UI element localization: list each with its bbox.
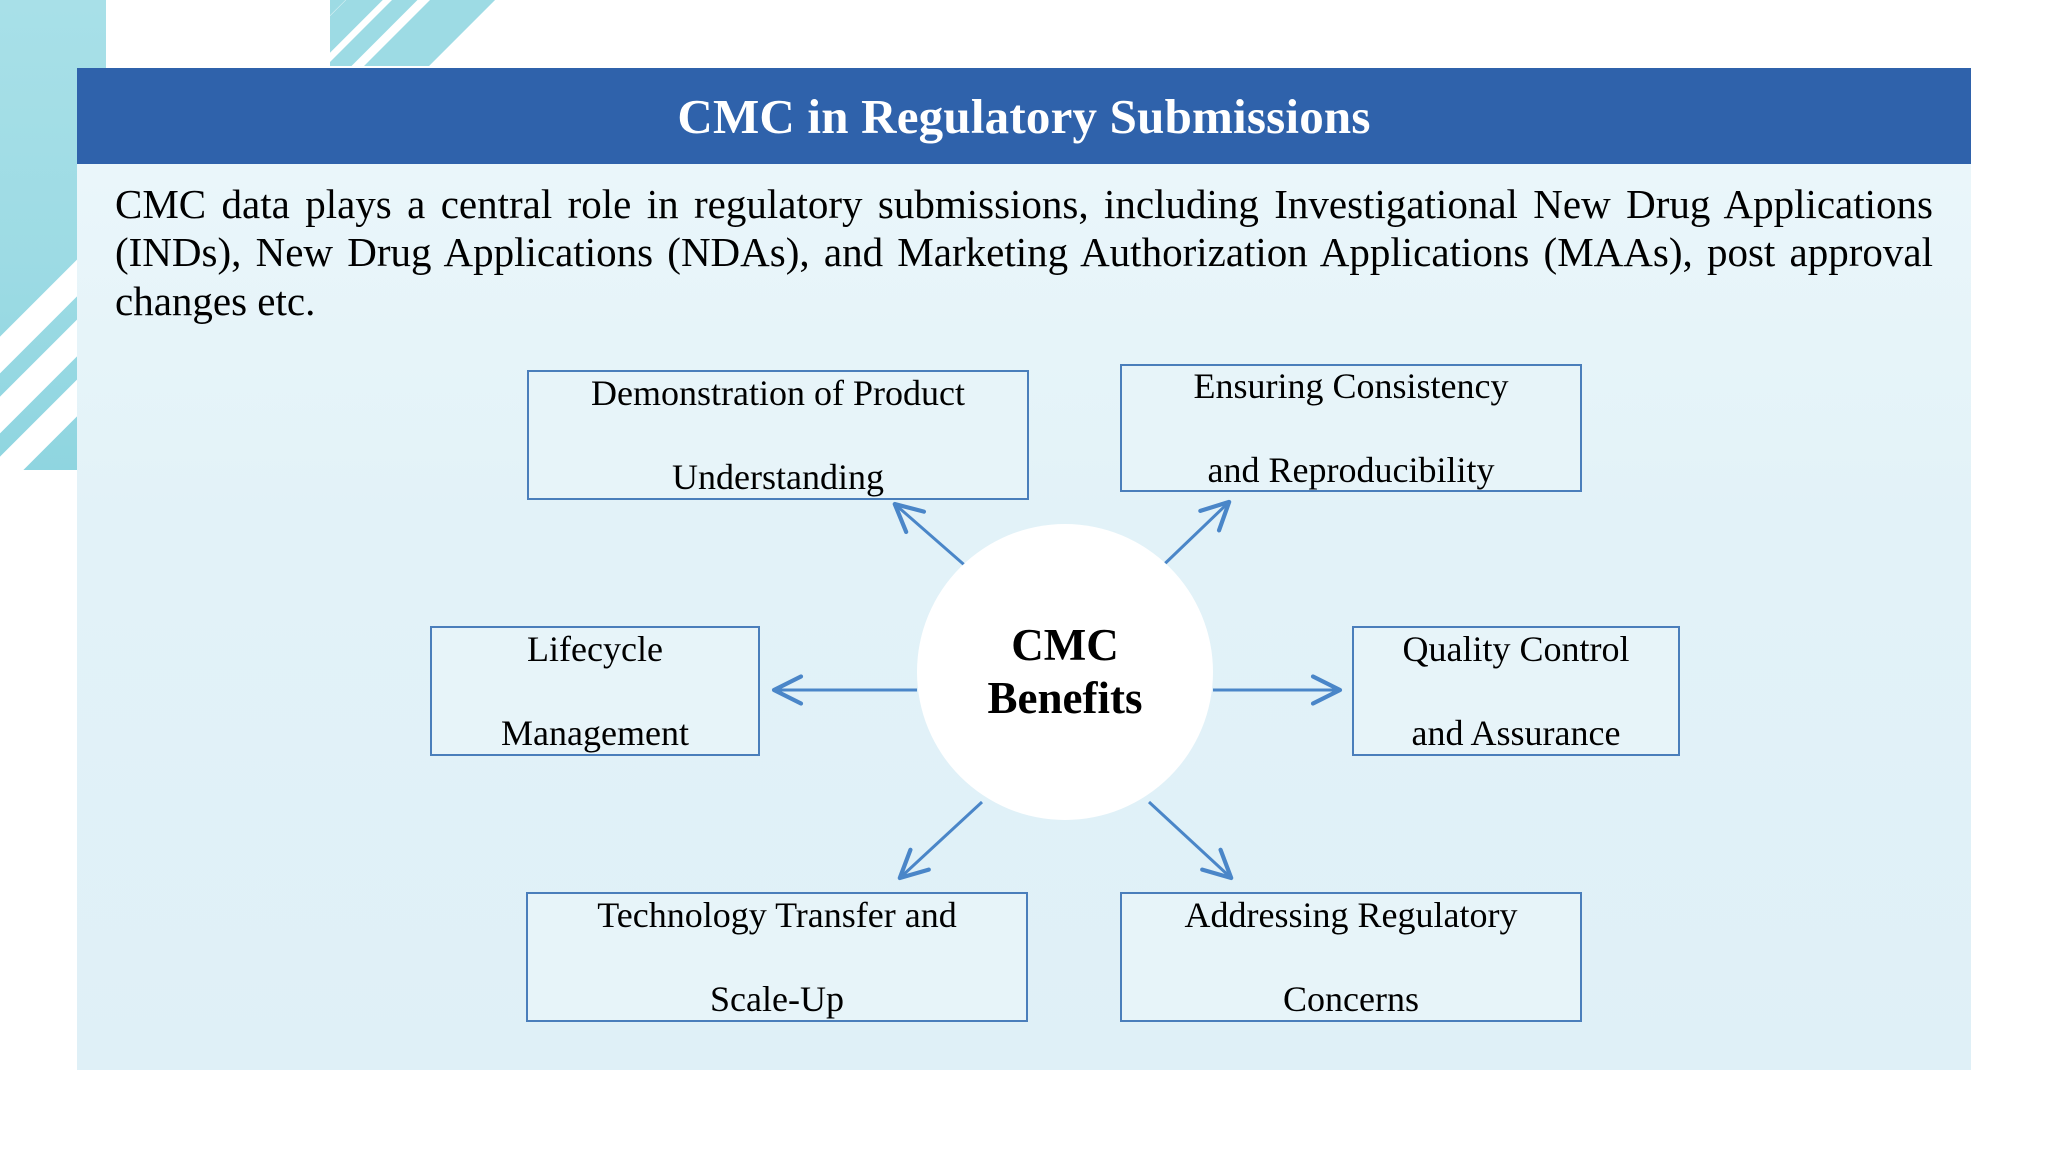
arrow-to-bottom-right [1147,800,1234,881]
node-line-2: and Assurance [1411,713,1621,754]
node-line-1: Addressing Regulatory [1184,894,1518,935]
node-lifecycle-management[interactable]: Lifecycle Management [430,626,760,756]
node-line-1: Ensuring Consistency [1193,365,1509,406]
node-addressing-regulatory-concerns[interactable]: Addressing Regulatory Concerns [1120,892,1582,1022]
center-hub-label: CMC Benefits [988,619,1143,725]
arrow-to-bottom-left [897,800,984,881]
node-demonstration-of-product-understanding[interactable]: Demonstration of Product Understanding [527,370,1029,500]
node-quality-control-and-assurance[interactable]: Quality Control and Assurance [1352,626,1680,756]
node-line-2: Concerns [1283,979,1419,1020]
node-ensuring-consistency-and-reproducibility[interactable]: Ensuring Consistency and Reproducibility [1120,364,1582,492]
slide-title-bar: CMC in Regulatory Submissions [77,68,1971,164]
node-line-2: Understanding [672,457,884,498]
node-line-1: Quality Control [1402,628,1630,669]
node-line-2: Management [501,713,689,754]
node-line-1: Demonstration of Product [591,372,965,413]
node-line-1: Technology Transfer and [597,894,957,935]
diagram-center-hub[interactable]: CMC Benefits [917,524,1213,820]
cmc-benefits-diagram: Demonstration of Product Understanding E… [77,364,1971,1064]
center-line-2: Benefits [987,673,1143,723]
slide-content-panel: CMC data plays a central role in regulat… [77,164,1971,1070]
body-paragraph: CMC data plays a central role in regulat… [115,181,1933,324]
node-line-2: Scale-Up [710,979,844,1020]
node-line-2: and Reproducibility [1207,450,1495,491]
center-line-1: CMC [1011,619,1119,670]
node-line-1: Lifecycle [527,628,663,669]
node-technology-transfer-and-scale-up[interactable]: Technology Transfer and Scale-Up [526,892,1028,1022]
slide-title: CMC in Regulatory Submissions [677,88,1371,144]
